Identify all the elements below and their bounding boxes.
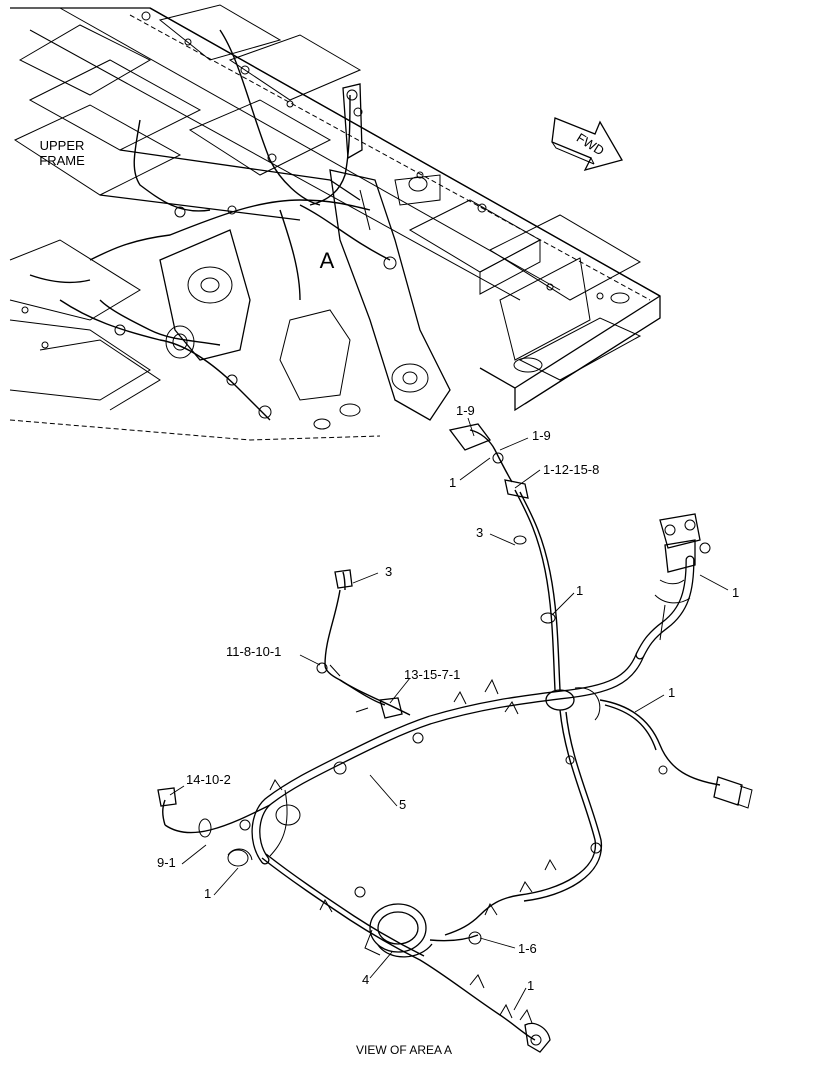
view-caption: VIEW OF AREA A xyxy=(356,1043,452,1057)
callout-1-left: 1 xyxy=(204,886,211,901)
callout-1-bracket: 1 xyxy=(449,475,456,490)
callout-1-center: 1 xyxy=(576,583,583,598)
callout-3-upper: 3 xyxy=(476,525,483,540)
forward-arrow-icon: FWD xyxy=(551,117,623,172)
harness-drawing xyxy=(157,423,753,1053)
callout-3-left: 3 xyxy=(385,564,392,579)
area-a-marker: A xyxy=(320,248,335,273)
upper-frame-label-line2: FRAME xyxy=(39,153,85,168)
callout-4: 4 xyxy=(362,972,369,987)
upper-frame-label-line1: UPPER xyxy=(40,138,85,153)
callout-13-15-7-1: 13-15-7-1 xyxy=(404,667,460,682)
callout-1-bottom: 1 xyxy=(527,978,534,993)
callout-1-right-branch: 1 xyxy=(668,685,675,700)
callout-5: 5 xyxy=(399,797,406,812)
callout-labels: 1-9 1-9 1 1-12-15-8 3 1 1 3 11-8-10-1 13… xyxy=(157,403,739,993)
upper-frame-drawing xyxy=(9,4,661,441)
callout-11-8-10-1: 11-8-10-1 xyxy=(226,644,281,659)
upper-frame-label: UPPER FRAME xyxy=(39,138,85,168)
callout-14-10-2: 14-10-2 xyxy=(186,772,231,787)
callout-1-9-right: 1-9 xyxy=(532,428,551,443)
callout-1-tower: 1 xyxy=(732,585,739,600)
callout-1-6: 1-6 xyxy=(518,941,537,956)
fwd-label: FWD xyxy=(574,130,607,158)
callout-leaders xyxy=(169,417,729,1011)
callout-1-9-top: 1-9 xyxy=(456,403,475,418)
callout-9-1: 9-1 xyxy=(157,855,176,870)
callout-1-12-15-8: 1-12-15-8 xyxy=(543,462,599,477)
